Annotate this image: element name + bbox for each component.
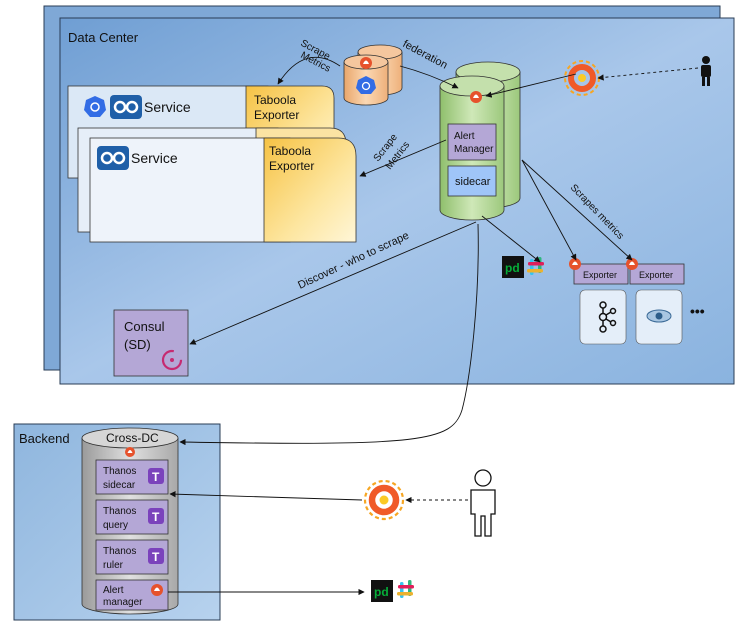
consul-label-line2: (SD) [124, 337, 151, 352]
thanos-ruler: Thanos ruler T [95, 539, 169, 575]
backend-edges [168, 223, 479, 596]
pagerduty-text: pd [374, 585, 389, 599]
cross-dc-label: Cross-DC [106, 431, 159, 445]
edge-scrapes-metrics [521, 159, 633, 261]
user-icon [701, 56, 711, 86]
data-center-title: Data Center [68, 30, 139, 45]
thanos-icon [148, 508, 164, 524]
edge-grafana-query [169, 491, 363, 501]
service-label: Service [131, 150, 178, 166]
edge-grafana-prometheus [485, 73, 577, 98]
consul-box: Consul (SD) [113, 309, 189, 377]
thanos-query: Thanos query T [95, 499, 169, 535]
thanos-icon-letter: T [152, 470, 160, 484]
thanos-icon-letter: T [152, 510, 160, 524]
edge-scrape-left-exporter [521, 159, 577, 261]
thanos-ruler-line1: Thanos [103, 546, 136, 557]
kubernetes-icon [356, 76, 376, 94]
service-card-front: Service Taboola Exporter [89, 137, 357, 243]
prometheus-icon [470, 91, 482, 103]
alert-manager-label-line1: Alert [454, 131, 475, 142]
edge-user-grafana [597, 67, 699, 81]
prometheus-icon [569, 258, 581, 270]
exporter-label-line2: Exporter [269, 159, 314, 173]
prometheus-icon [360, 57, 372, 69]
backend-alert-line2: manager [103, 597, 143, 608]
pagerduty-icon: pd [502, 256, 524, 278]
exporter-label-line1: Taboola [269, 144, 311, 158]
service-logo-icon [110, 95, 142, 119]
thanos-icon [148, 468, 164, 484]
edge-alert-pagerduty [481, 215, 541, 263]
prometheus-icon [151, 584, 163, 596]
thanos-icon [148, 548, 164, 564]
exporter-label-line1: Taboola [254, 93, 296, 107]
thanos-icon-letter: T [152, 550, 160, 564]
alert-manager-label-line2: Manager [454, 144, 494, 155]
dc-edges [189, 56, 699, 345]
thanos-query-line2: query [103, 520, 128, 531]
backend-alert-manager: Alert manager [95, 579, 169, 611]
exporter-a-label: Exporter [583, 270, 617, 280]
thanos-query-line1: Thanos [103, 506, 136, 517]
service-label: Service [144, 99, 191, 115]
slack-icon [397, 580, 414, 598]
more-ellipsis: ••• [690, 303, 705, 319]
sidecar-label: sidecar [455, 176, 491, 188]
consul-label-line1: Consul [124, 319, 165, 334]
kafka-icon [598, 301, 617, 333]
edge-federation [399, 65, 459, 89]
edge-sidecar-cross-dc [179, 223, 479, 446]
grafana-icon [363, 479, 405, 521]
pagerduty-text: pd [505, 261, 520, 275]
thanos-sidecar: Thanos sidecar T [95, 459, 169, 495]
exporter-b-label: Exporter [639, 270, 673, 280]
thanos-sidecar-line2: sidecar [103, 480, 136, 491]
thanos-ruler-line2: ruler [103, 560, 124, 571]
backend-title: Backend [19, 431, 70, 446]
federated-prometheus [343, 44, 403, 106]
exporter-eye: Exporter [629, 263, 685, 345]
service-logo-icon [97, 146, 129, 170]
eye-icon [646, 309, 672, 323]
prometheus-cluster: Alert Manager sidecar [439, 61, 521, 221]
thanos-sidecar-line1: Thanos [103, 466, 136, 477]
prometheus-icon [626, 258, 638, 270]
edge-scrape-mid [359, 139, 447, 177]
prometheus-icon [125, 447, 135, 457]
consul-icon [161, 349, 183, 371]
kubernetes-icon [84, 96, 106, 117]
backend-alert-line1: Alert [103, 585, 124, 596]
pagerduty-icon: pd [371, 580, 393, 602]
user-icon [470, 469, 496, 537]
edge-discover [189, 221, 477, 345]
exporter-label-line2: Exporter [254, 108, 299, 122]
exporter-kafka: Exporter [573, 263, 629, 345]
edge-scrape-top [277, 56, 341, 85]
